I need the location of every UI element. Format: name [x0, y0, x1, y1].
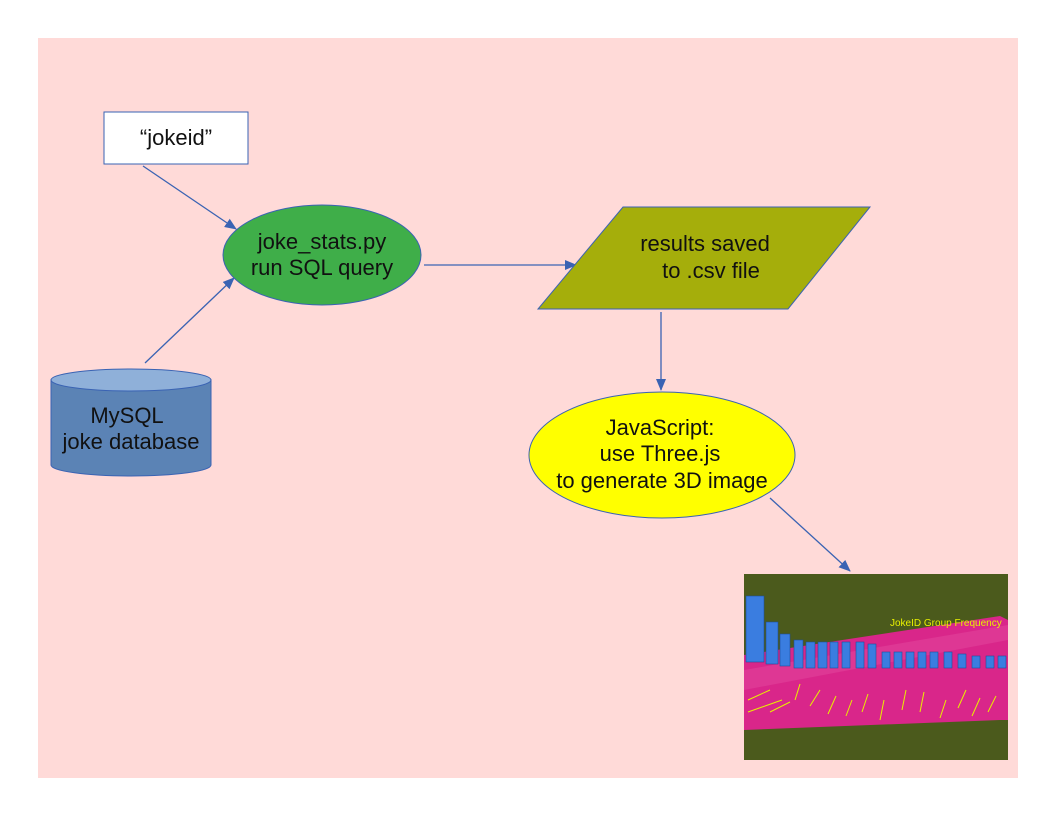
edge-database-to-script	[144, 277, 235, 364]
thumbnail-bar	[817, 641, 828, 669]
thumbnail-bar	[765, 621, 779, 665]
thumbnail-bar	[985, 655, 995, 669]
renderer-ellipse	[528, 391, 796, 519]
thumbnail-bar	[805, 641, 816, 669]
thumbnail-label-tick	[957, 689, 967, 709]
thumbnail-bar	[917, 651, 927, 669]
script-label-line2: run SQL query	[251, 255, 393, 280]
thumbnail-label-tick	[939, 699, 947, 719]
thumbnail-label-tick	[827, 695, 837, 715]
output-node[interactable]: results saved to .csv file	[536, 206, 872, 310]
thumbnail-bar	[971, 655, 981, 669]
thumbnail-bar	[997, 655, 1007, 669]
thumbnail-label-tick	[794, 683, 801, 701]
thumbnail-bar	[929, 651, 939, 669]
input-node[interactable]: “jokeid”	[103, 111, 249, 165]
thumbnail-label-tick	[901, 689, 907, 711]
script-node[interactable]: joke_stats.py run SQL query	[222, 204, 422, 306]
thumbnail-bar	[957, 653, 967, 669]
thumbnail-title: JokeID Group Frequency	[890, 618, 1002, 629]
database-node[interactable]: MySQL joke database	[50, 368, 212, 477]
thumbnail-label-tick	[747, 699, 783, 713]
thumbnail-bar	[905, 651, 915, 669]
database-label-line2: joke database	[62, 429, 200, 454]
thumbnail-bar	[829, 641, 839, 669]
thumbnail-label-tick	[987, 695, 997, 713]
thumbnail-label-tick	[747, 689, 771, 701]
renderer-label-line3: to generate 3D image	[556, 468, 768, 493]
thumbnail-label-ticks	[747, 683, 997, 721]
thumbnail-bar	[943, 651, 953, 669]
thumbnail-bar	[881, 651, 891, 669]
thumbnail-bar	[793, 639, 804, 669]
input-box	[103, 111, 249, 165]
script-ellipse	[222, 204, 422, 306]
database-label-line1: MySQL	[90, 403, 163, 428]
edge-input-to-script	[142, 165, 237, 230]
thumbnail-label-tick	[769, 701, 791, 713]
thumbnail-label-tick	[879, 699, 885, 721]
renderer-label-line2: use Three.js	[600, 441, 721, 466]
thumbnail-bar	[779, 633, 791, 667]
output-label-line1: results saved	[640, 231, 770, 256]
thumbnail-bar	[841, 641, 851, 669]
input-label: “jokeid”	[140, 125, 212, 150]
output-label-line2: to .csv file	[662, 258, 760, 283]
thumbnail-label-tick	[845, 699, 853, 717]
thumbnail-bar	[855, 641, 865, 669]
edges	[142, 165, 851, 572]
thumbnail-bar	[745, 595, 765, 663]
thumbnail-bar	[893, 651, 903, 669]
thumbnail-label-tick	[809, 689, 821, 707]
thumbnail-label-tick	[971, 697, 981, 717]
thumbnail-bars	[745, 595, 1007, 669]
database-cylinder-body	[50, 379, 212, 477]
thumbnail-bar	[867, 643, 877, 669]
renderer-node[interactable]: JavaScript: use Three.js to generate 3D …	[528, 391, 796, 519]
thumbnail-label-tick	[861, 693, 869, 713]
rendered-3d-thumbnail: JokeID Group Frequency	[744, 574, 1008, 760]
output-parallelogram	[536, 206, 872, 310]
database-cylinder-top	[50, 368, 212, 392]
script-label-line1: joke_stats.py	[257, 229, 386, 254]
renderer-label-line1: JavaScript:	[606, 415, 715, 440]
thumbnail-label-tick	[919, 691, 925, 713]
edge-renderer-to-thumbnail	[769, 497, 851, 572]
